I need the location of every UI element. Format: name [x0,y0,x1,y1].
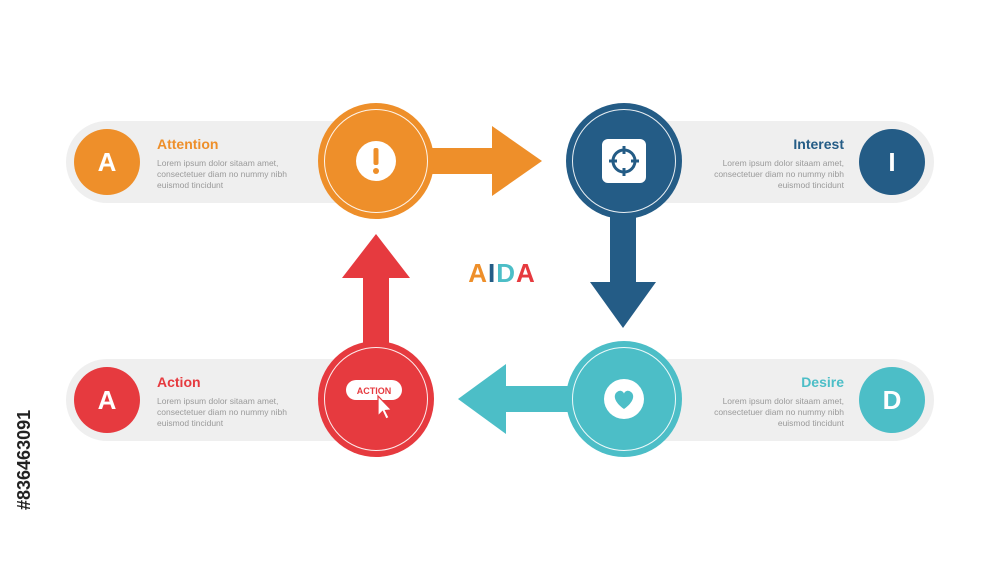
stock-id-label: #836463091 [14,409,34,510]
attention-title: Attention [157,136,219,152]
action-description: Lorem ipsum dolor sitaam amet, consectet… [157,396,287,428]
interest-hub [566,103,682,219]
attention-letter-badge: A [74,129,140,195]
desire-text: Desire Lorem ipsum dolor sitaam amet, co… [694,374,844,429]
heart-icon [604,379,644,419]
aida-title: AIDA [440,258,564,289]
desire-title: Desire [801,374,844,390]
action-title: Action [157,374,201,390]
interest-title: Interest [793,136,844,152]
exclamation-icon [356,141,396,181]
action-icon-label: ACTION [357,386,392,396]
arrow-action-to-attention [342,234,410,354]
arrow-attention-to-interest [425,126,542,196]
arrow-interest-to-desire [590,210,656,328]
action-button-cursor-icon: ACTION [346,380,402,420]
interest-letter-badge: I [859,129,925,195]
desire-description: Lorem ipsum dolor sitaam amet, consectet… [714,396,844,428]
attention-hub [318,103,434,219]
interest-description: Lorem ipsum dolor sitaam amet, consectet… [714,158,844,190]
crosshair-target-icon [602,139,646,183]
action-letter-badge: A [74,367,140,433]
desire-hub [566,341,682,457]
aida-letter-a2: A [516,258,536,288]
aida-letter-d: D [496,258,516,288]
interest-text: Interest Lorem ipsum dolor sitaam amet, … [694,136,844,191]
aida-letter-a1: A [468,258,488,288]
attention-text: Attention Lorem ipsum dolor sitaam amet,… [157,136,307,191]
action-text: Action Lorem ipsum dolor sitaam amet, co… [157,374,307,429]
attention-description: Lorem ipsum dolor sitaam amet, consectet… [157,158,287,190]
desire-letter-badge: D [859,367,925,433]
aida-letter-i: I [487,258,497,288]
action-hub: ACTION [318,341,434,457]
arrow-desire-to-action [458,364,582,434]
